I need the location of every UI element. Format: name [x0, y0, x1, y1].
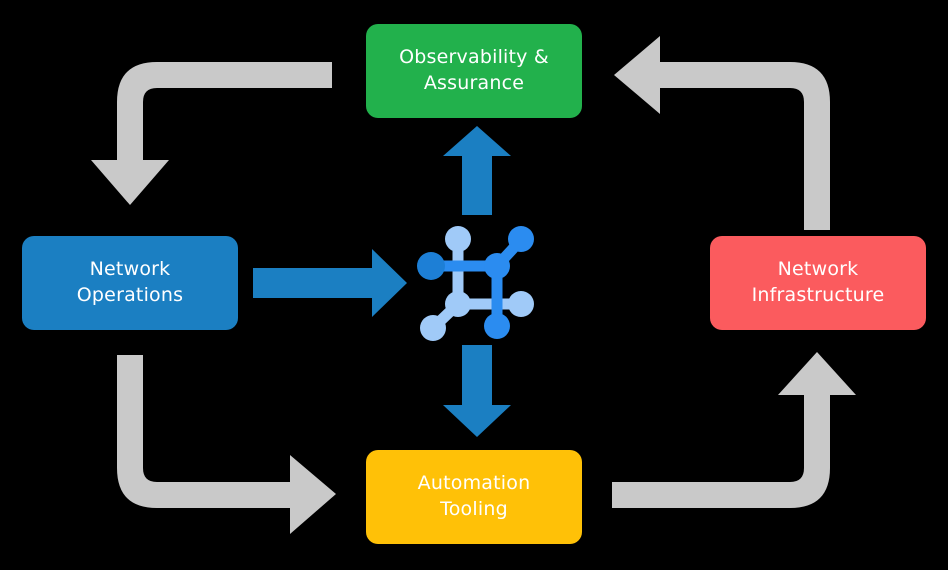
arrow-infrastructure-to-observability	[614, 36, 830, 230]
node-label-network-infrastructure: Network Infrastructure	[751, 258, 885, 306]
arrow-operations-to-automation	[117, 355, 336, 534]
node-automation-tooling[interactable]: Automation Tooling	[366, 450, 582, 544]
node-network-operations[interactable]: Network Operations	[22, 236, 238, 330]
arrow-observability-to-operations	[91, 62, 332, 205]
arrow-center-to-observability	[443, 126, 511, 215]
arrow-operations-to-center	[253, 249, 407, 317]
node-label-automation-tooling: Automation Tooling	[417, 472, 531, 520]
node-label-network-operations: Network Operations	[76, 258, 184, 306]
node-observability-assurance[interactable]: Observability & Assurance	[366, 24, 582, 118]
arrow-automation-to-infrastructure	[612, 352, 856, 508]
node-label-observability: Observability & Assurance	[399, 46, 549, 94]
node-network-infrastructure[interactable]: Network Infrastructure	[710, 236, 926, 330]
arrow-center-to-automation	[443, 345, 511, 437]
